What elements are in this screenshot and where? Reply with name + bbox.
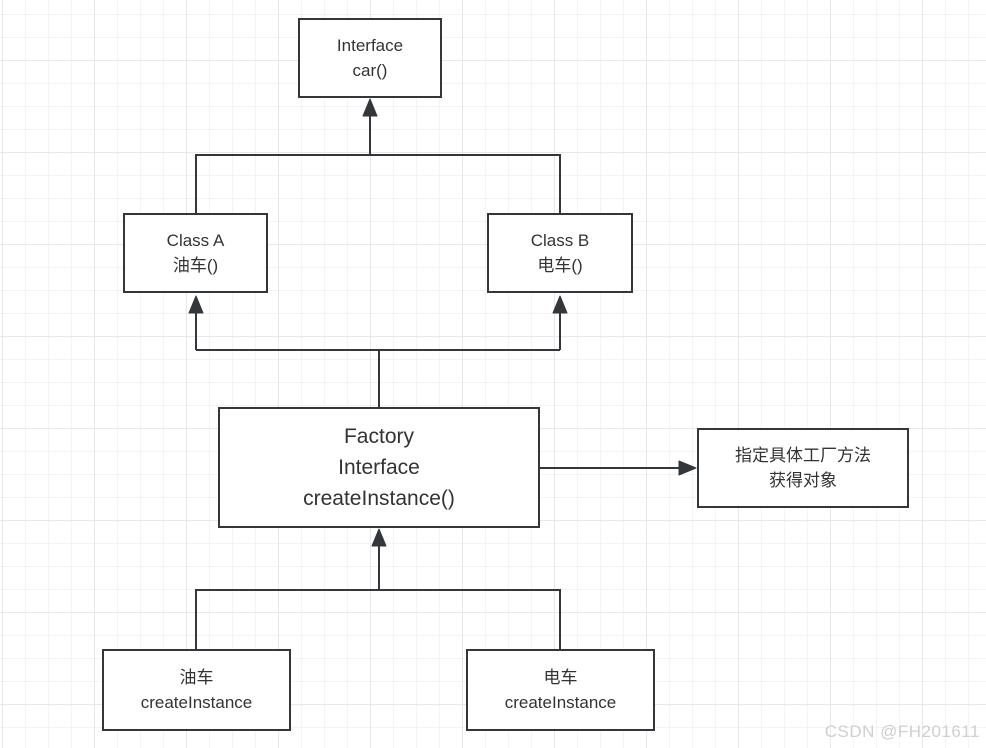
edge-factory-to-note [540,460,697,476]
arrowhead-up-interface [362,98,378,117]
node-line: createInstance [140,693,253,712]
node-factory-interface: Factory Interface createInstance() [218,407,540,528]
node-line: 电车() [537,256,583,275]
node-interface-car: Interface car() [298,18,442,98]
arrowhead-right-note [678,460,697,476]
node-line: 获得对象 [769,471,837,490]
node-class-b: Class B 电车() [487,213,633,293]
arrowhead-up-class-b [552,295,568,314]
node-line: Class B [530,231,590,250]
node-line: Interface [336,36,404,55]
node-oil-factory: 油车 createInstance [102,649,291,731]
node-electric-factory: 电车 createInstance [466,649,655,731]
node-line: 指定具体工厂方法 [735,446,871,465]
node-line: Interface [338,456,420,479]
node-line: Class A [166,231,225,250]
node-class-a: Class A 油车() [123,213,268,293]
edge-classes-to-interface [195,98,561,213]
node-line: createInstance [504,693,617,712]
node-line: createInstance() [303,487,455,510]
watermark: CSDN @FH201611 [824,722,980,741]
node-line: Factory [343,425,414,448]
node-note: 指定具体工厂方法 获得对象 [697,428,909,508]
edge-factory-to-classes [188,295,568,407]
node-line: 油车 [179,668,214,687]
edge-impls-to-factory [195,528,561,649]
arrowhead-up-factory [371,528,387,547]
node-line: 油车() [172,256,219,275]
node-line: 电车 [543,668,578,687]
arrowhead-up-class-a [188,295,204,314]
node-line: car() [352,61,388,80]
